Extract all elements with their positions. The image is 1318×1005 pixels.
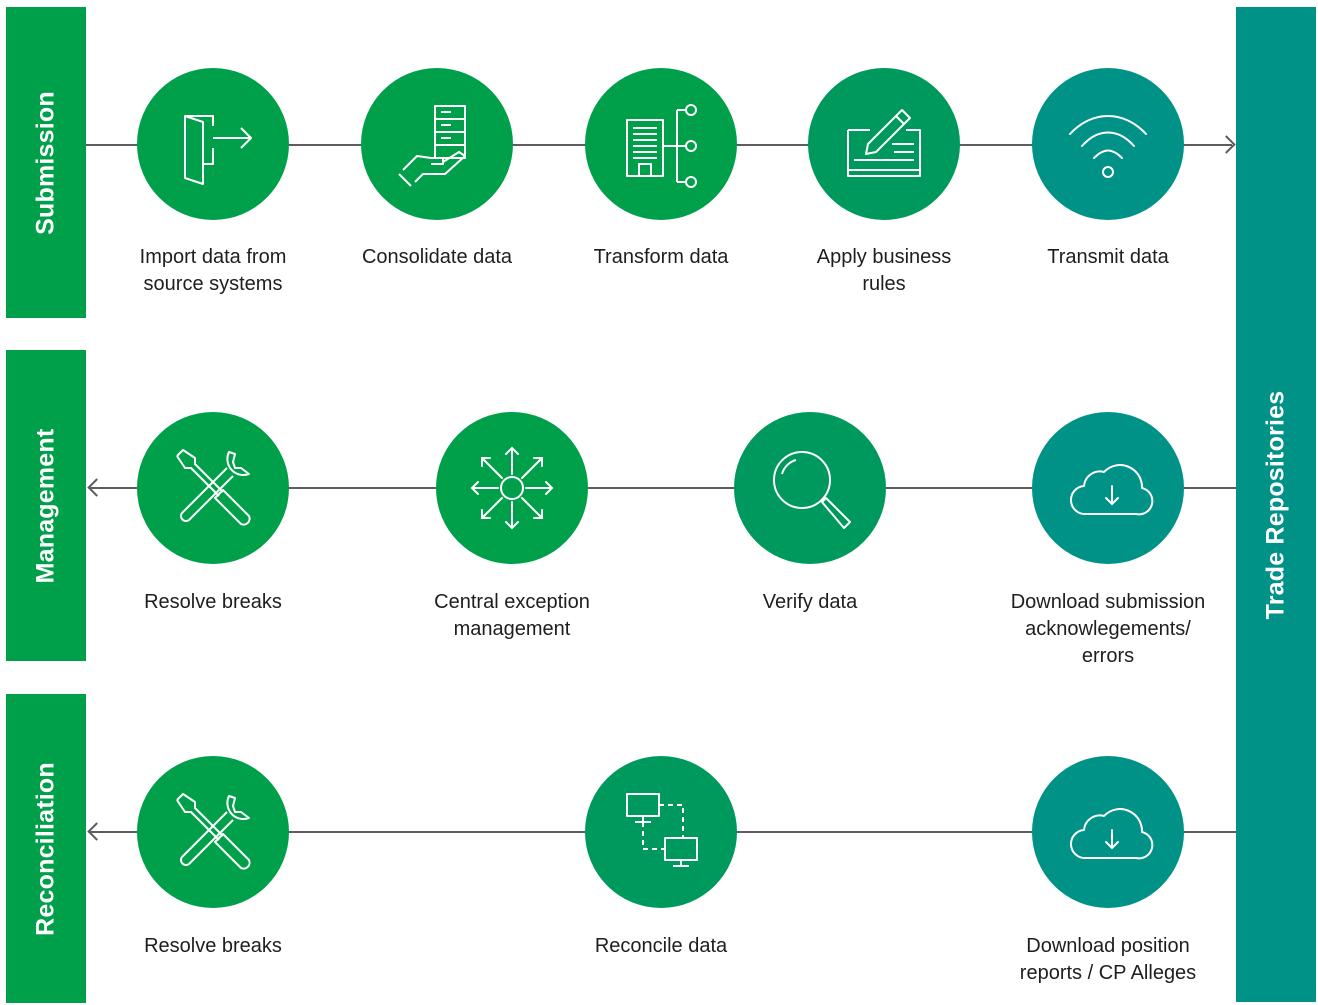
transmit-data-step [1032, 68, 1184, 220]
resolve-breaks-recon-label: Resolve breaks [144, 935, 282, 957]
trade-repositories-label: Trade Repositories [1261, 390, 1290, 619]
verify-data-label: Verify data [762, 591, 858, 613]
reconciliation-arrowhead [87, 822, 106, 841]
trade-repositories-bar: Trade Repositories [1236, 7, 1316, 1002]
transmit-data-label: Transmit data [1047, 246, 1169, 268]
download-position-label: Download position reports / CP Alleges [1019, 935, 1197, 984]
cloud-download-icon [1069, 464, 1154, 516]
cloud-download-icon [1069, 808, 1154, 860]
magnifier-icon [773, 451, 851, 529]
submission-label: Submission [31, 90, 60, 235]
document-pen-icon [847, 109, 921, 177]
building-network-icon [626, 104, 697, 188]
management-arrowhead [87, 478, 106, 497]
download-ack-label: Download submission acknowlegements/ err… [1010, 591, 1206, 667]
submission-bar: Submission [6, 7, 86, 318]
central-exception-label: Central exception management [434, 591, 590, 640]
reconcile-data-label: Reconcile data [594, 935, 728, 957]
tools-icon [176, 449, 251, 526]
consolidate-data-label: Consolidate data [361, 246, 513, 268]
download-ack-step [1032, 412, 1184, 564]
management-label: Management [31, 428, 60, 583]
wifi-icon [1069, 115, 1147, 178]
reconcile-data-step [585, 756, 737, 908]
hub-arrows-icon [470, 446, 554, 530]
verify-data-step [734, 412, 886, 564]
reconciliation-bar: Reconciliation [6, 694, 86, 1003]
transform-data-label: Transform data [593, 246, 729, 268]
central-exception-step [436, 412, 588, 564]
door-exit-icon [184, 115, 252, 185]
resolve-breaks-recon-step [137, 756, 289, 908]
download-position-step [1032, 756, 1184, 908]
monitors-sync-icon [626, 793, 698, 867]
resolve-breaks-mgmt-step [137, 412, 289, 564]
resolve-breaks-mgmt-label: Resolve breaks [144, 591, 282, 613]
management-connector [90, 487, 1236, 489]
reconciliation-label: Reconciliation [31, 761, 60, 936]
transform-data-step [585, 68, 737, 220]
tools-icon [176, 793, 251, 870]
apply-rules-step [808, 68, 960, 220]
management-bar: Management [6, 350, 86, 661]
import-data-step [137, 68, 289, 220]
import-data-label: Import data from source systems [139, 246, 287, 295]
submission-arrowhead [1217, 135, 1236, 154]
apply-rules-label: Apply business rules [816, 246, 952, 295]
consolidate-data-step [361, 68, 513, 220]
hand-server-icon [398, 105, 466, 187]
